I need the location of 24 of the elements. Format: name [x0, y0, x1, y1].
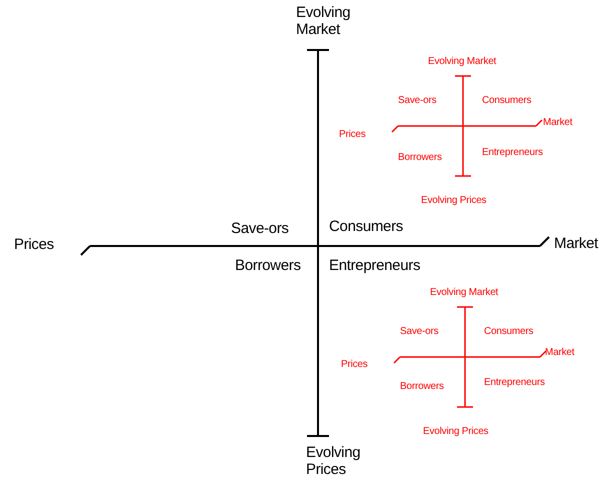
axis-label: Evolving Prices [423, 426, 488, 438]
axis-label: Evolving Market [296, 4, 352, 38]
quadrant-label: Save-ors [400, 326, 438, 338]
quadrant-label: Entrepreneurs [329, 257, 420, 274]
quadrant-label: Borrowers [400, 381, 444, 393]
quadrant-label: Consumers [484, 326, 534, 338]
quadrant-label: Consumers [329, 218, 403, 235]
quadrant-label: Consumers [482, 95, 532, 107]
quadrant-label: Borrowers [398, 152, 442, 164]
axis-label: Evolving Prices [306, 444, 362, 478]
axis-label: Prices [341, 359, 368, 371]
axis-label: Evolving Market [428, 56, 496, 68]
quadrant-label: Entrepreneurs [484, 377, 545, 389]
axis-label: Prices [14, 236, 54, 253]
quadrant-label: Borrowers [235, 257, 301, 274]
quadrant-label: Entrepreneurs [482, 147, 543, 159]
quadrant-label: Save-ors [398, 95, 436, 107]
quadrant-label: Save-ors [231, 220, 289, 237]
axis-label: Evolving Market [430, 287, 498, 299]
axis-label: Prices [339, 129, 366, 141]
axis-label: Market [543, 117, 572, 129]
axis-label: Evolving Prices [421, 195, 486, 207]
axis-label: Market [554, 235, 598, 252]
axis-label: Market [545, 347, 574, 359]
